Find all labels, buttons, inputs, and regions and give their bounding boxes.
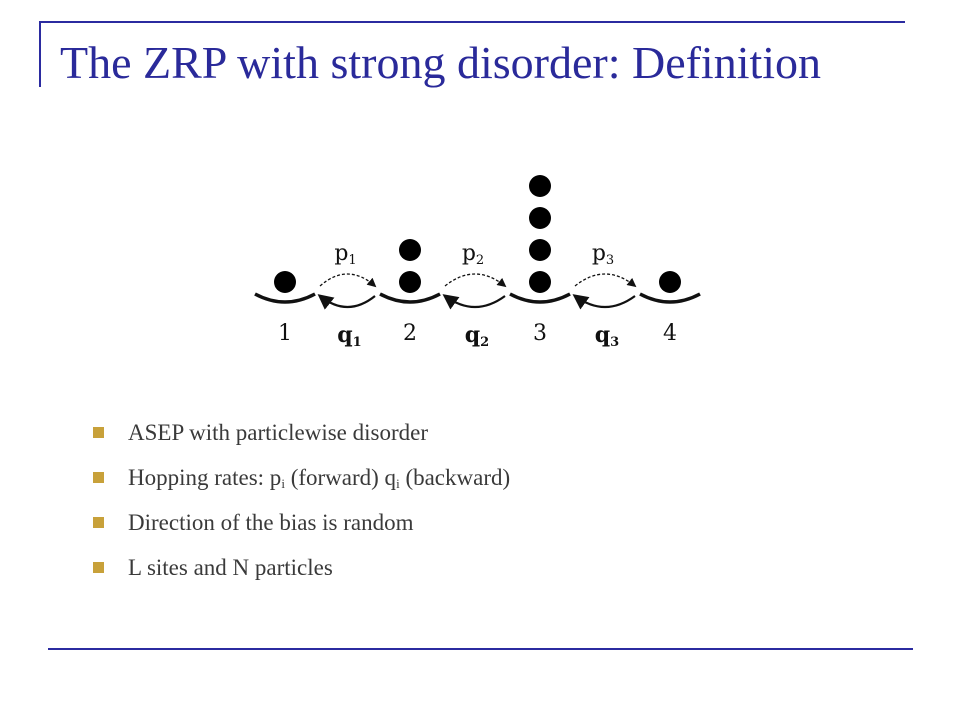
backward-rate-label: q3 [595, 322, 619, 350]
forward-arrow [319, 273, 377, 288]
particle [529, 175, 551, 197]
backward-arrow [442, 294, 506, 310]
bullet-list: ASEP with particlewise disorder Hopping … [93, 410, 510, 590]
bullet-text-suffix: (backward) [399, 465, 511, 490]
zrp-lattice-diagram: 1 2 3 4 p1 q1 p2 q2 p3 q3 [254, 175, 701, 350]
particle [529, 239, 551, 261]
bullet-subscript: i [281, 476, 285, 491]
site-well [639, 292, 701, 304]
bullet-square-icon [93, 562, 104, 573]
site-label: 3 [533, 321, 547, 346]
forward-rate-label: p1 [334, 241, 356, 268]
slide-title: The ZRP with strong disorder: Definition [60, 37, 822, 88]
particle [399, 239, 421, 261]
bullet-square-icon [93, 472, 104, 483]
bullet-text: Direction of the bias is random [128, 510, 414, 535]
particle [529, 271, 551, 293]
bullet-text-prefix: Hopping rates: p [128, 465, 282, 490]
bullet-item: Hopping rates: pi (forward) qi (backward… [93, 455, 510, 500]
frame-top-rule [40, 21, 905, 23]
bullet-text: ASEP with particlewise disorder [128, 420, 429, 445]
bullet-text-mid: (forward) q [284, 465, 397, 490]
bullet-square-icon [93, 517, 104, 528]
site-label: 1 [278, 321, 292, 346]
site-well [379, 292, 441, 304]
backward-rate-label: q1 [337, 322, 361, 350]
forward-arrow [444, 273, 507, 288]
bullet-item: ASEP with particlewise disorder [93, 410, 510, 455]
frame-left-rule [39, 21, 41, 87]
backward-rate-label: q2 [465, 322, 489, 350]
particle [529, 207, 551, 229]
particle [659, 271, 681, 293]
site-label: 2 [403, 321, 417, 346]
site-well [254, 292, 316, 304]
bullet-square-icon [93, 427, 104, 438]
forward-rate-label: p3 [592, 241, 614, 268]
site-label: 4 [663, 321, 677, 346]
particle [274, 271, 296, 293]
forward-rate-label: p2 [462, 241, 484, 268]
bullet-item: L sites and N particles [93, 545, 510, 590]
particle [399, 271, 421, 293]
site-well [509, 292, 571, 304]
forward-arrow [574, 273, 637, 288]
backward-arrow [572, 294, 636, 310]
backward-arrow [317, 294, 376, 310]
bullet-text: L sites and N particles [128, 555, 333, 580]
frame-bottom-rule [48, 648, 913, 650]
bullet-item: Direction of the bias is random [93, 500, 510, 545]
bullet-subscript: i [396, 476, 400, 491]
